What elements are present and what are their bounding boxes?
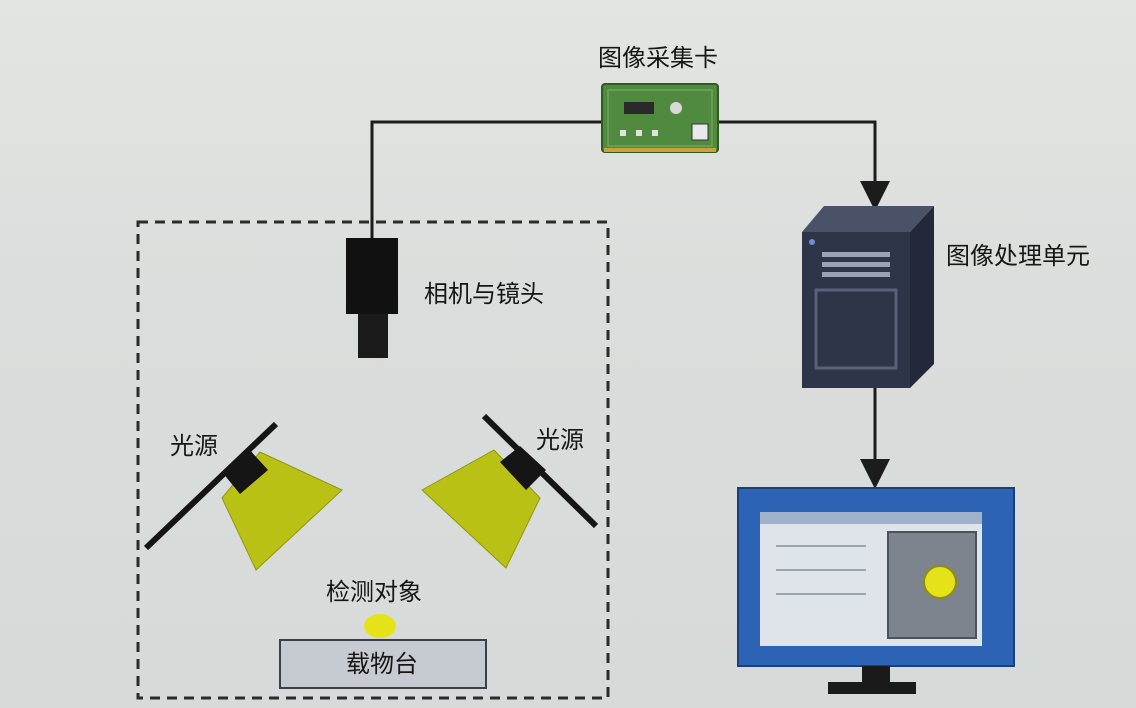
camera-to-card-wire bbox=[370, 120, 602, 238]
card-to-server-arrow bbox=[718, 120, 890, 211]
server-icon bbox=[802, 206, 934, 388]
acquisition-enclosure bbox=[136, 220, 610, 700]
monitor-icon bbox=[737, 487, 1015, 694]
processing-unit-label: 图像处理单元 bbox=[946, 242, 1090, 270]
capture-card-icon bbox=[601, 83, 719, 153]
capture-card-label: 图像采集卡 bbox=[598, 44, 718, 72]
camera-lens-label: 相机与镜头 bbox=[424, 280, 544, 308]
camera-icon bbox=[346, 238, 398, 358]
light-source-right-icon bbox=[421, 413, 599, 569]
stage-label: 载物台 bbox=[346, 650, 418, 678]
stage-platform bbox=[279, 639, 487, 689]
monitor-object-dot bbox=[923, 565, 957, 599]
object-dot bbox=[364, 614, 396, 638]
connection-wires bbox=[370, 120, 890, 489]
light-source-left-icon bbox=[143, 421, 343, 571]
light-source-right-label: 光源 bbox=[536, 426, 584, 454]
inspection-object-label: 检测对象 bbox=[326, 578, 422, 606]
light-source-left-label: 光源 bbox=[170, 432, 218, 460]
